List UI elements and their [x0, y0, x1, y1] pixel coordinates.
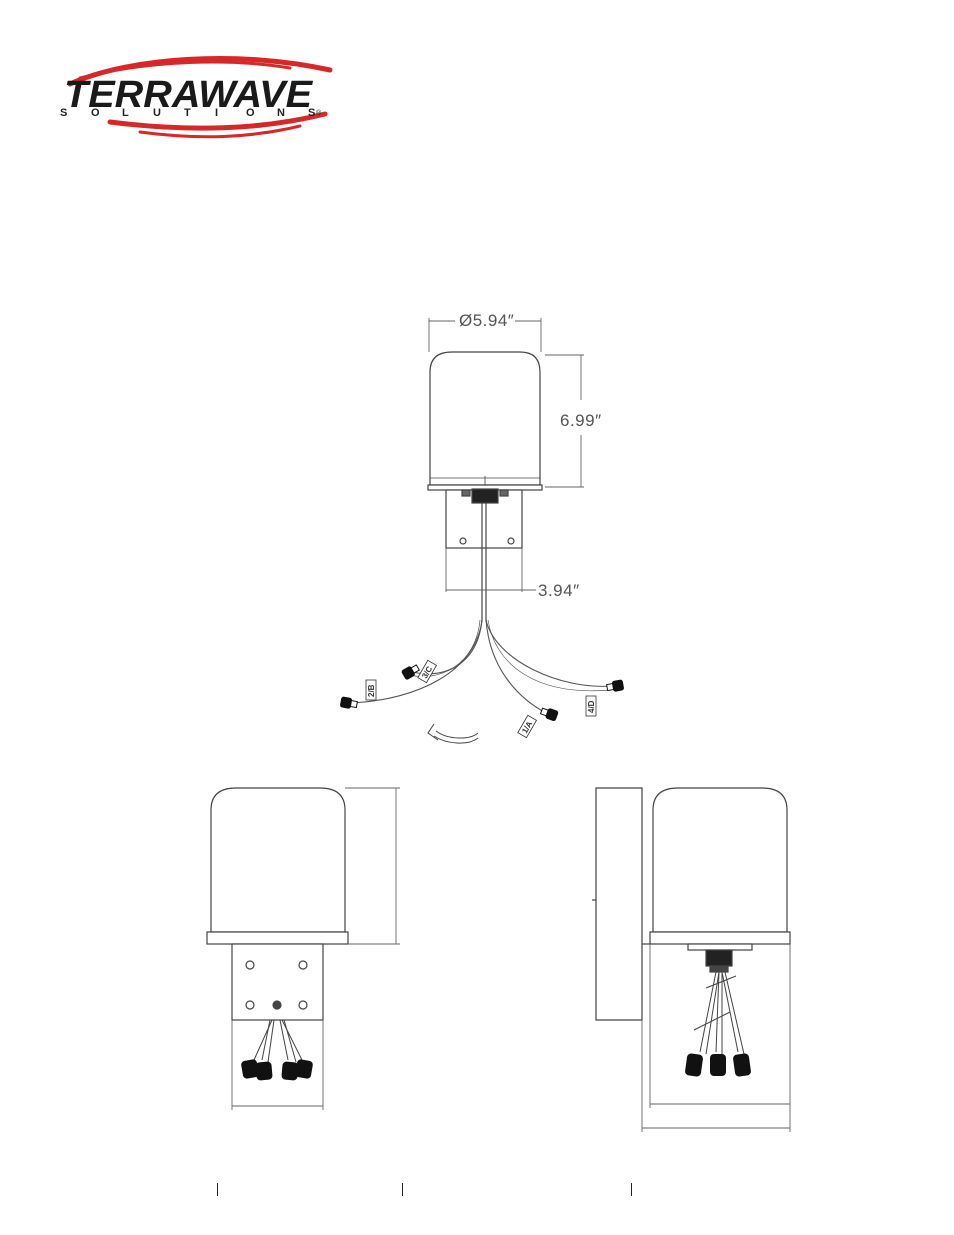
connector-3c [401, 663, 420, 680]
bracket-width-label: 3.94″ [538, 581, 580, 600]
height-label: 6.99″ [560, 411, 602, 430]
connector-4d [606, 680, 623, 693]
pigtail-cables [350, 620, 612, 714]
side-view-left-cables [254, 1020, 302, 1062]
connector-1a [540, 706, 558, 721]
footer-separator [631, 1183, 632, 1196]
footer-separator [217, 1183, 218, 1196]
rf-connectors [340, 663, 624, 721]
side-view-right-connectors [685, 1053, 752, 1077]
side-view-left [207, 788, 348, 1020]
front-view-main [428, 352, 542, 622]
side-view-left-connectors [241, 1059, 314, 1081]
tag-2b: 2/B [367, 684, 376, 697]
footer-separator [402, 1183, 403, 1196]
tag-4d: 4/D [587, 700, 596, 713]
rotation-arrow-icon [428, 724, 478, 743]
connector-2b [340, 697, 357, 710]
side-view-right [592, 788, 790, 1020]
side-view-right-cables [694, 972, 744, 1054]
connector-tags: 3/C 2/B 1/A 4/D [366, 660, 596, 737]
diameter-label: Ø5.94″ [459, 311, 514, 330]
